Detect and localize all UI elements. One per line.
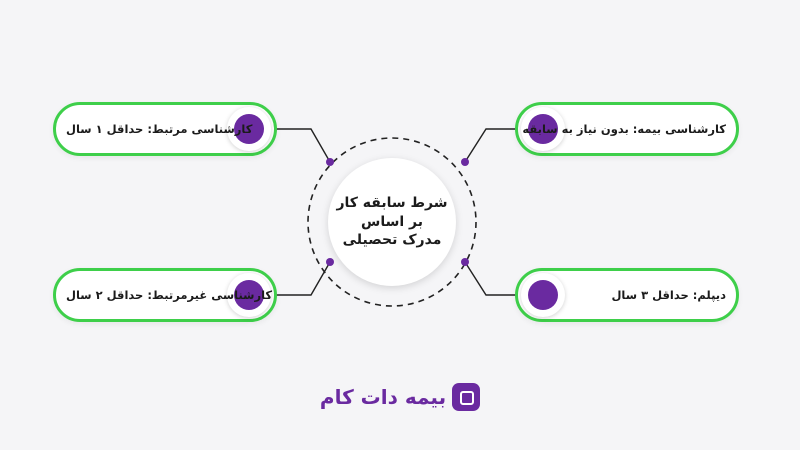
connector-top-right bbox=[464, 128, 518, 163]
item-box-top-right: کارشناسی بیمه: بدون نیاز به سابقه bbox=[515, 102, 739, 156]
dashed-ring bbox=[307, 137, 477, 307]
center-title-line2: بر اساس bbox=[361, 213, 423, 230]
center-title-line3: مدرک تحصیلی bbox=[342, 232, 442, 249]
item-label: کارشناسی غیرمرتبط: حداقل ۲ سال bbox=[66, 288, 273, 302]
center-title-line1: شرط سابقه کار bbox=[336, 194, 448, 211]
center-title: شرط سابقه کار بر اساس مدرک تحصیلی bbox=[336, 194, 447, 251]
connector-bottom-left bbox=[276, 261, 331, 296]
item-bullet bbox=[227, 107, 271, 151]
connector-top-left bbox=[276, 128, 331, 163]
brand-mark-icon bbox=[452, 383, 481, 411]
connector-node-top-left bbox=[326, 158, 334, 166]
item-bullet bbox=[227, 273, 271, 317]
purple-dot-icon bbox=[528, 114, 558, 144]
connector-node-bottom-right bbox=[461, 258, 469, 266]
item-box-bottom-right: دیپلم: حداقل ۳ سال bbox=[515, 268, 739, 322]
brand-logo: بیمه دات کام bbox=[300, 380, 500, 414]
brand-logo-text: بیمه دات کام bbox=[319, 385, 447, 409]
item-bullet bbox=[521, 107, 565, 151]
center-node: شرط سابقه کار بر اساس مدرک تحصیلی bbox=[328, 158, 456, 286]
purple-dot-icon bbox=[234, 114, 264, 144]
item-box-bottom-left: کارشناسی غیرمرتبط: حداقل ۲ سال bbox=[53, 268, 277, 322]
connector-node-top-right bbox=[461, 158, 469, 166]
item-label: دیپلم: حداقل ۳ سال bbox=[611, 288, 726, 302]
purple-dot-icon bbox=[234, 280, 264, 310]
item-bullet bbox=[521, 273, 565, 317]
item-label: کارشناسی بیمه: بدون نیاز به سابقه bbox=[522, 122, 726, 136]
connector-bottom-right bbox=[464, 261, 518, 296]
item-label: کارشناسی مرتبط: حداقل ۱ سال bbox=[66, 122, 253, 136]
connector-node-bottom-left bbox=[326, 258, 334, 266]
item-box-top-left: کارشناسی مرتبط: حداقل ۱ سال bbox=[53, 102, 277, 156]
purple-dot-icon bbox=[528, 280, 558, 310]
